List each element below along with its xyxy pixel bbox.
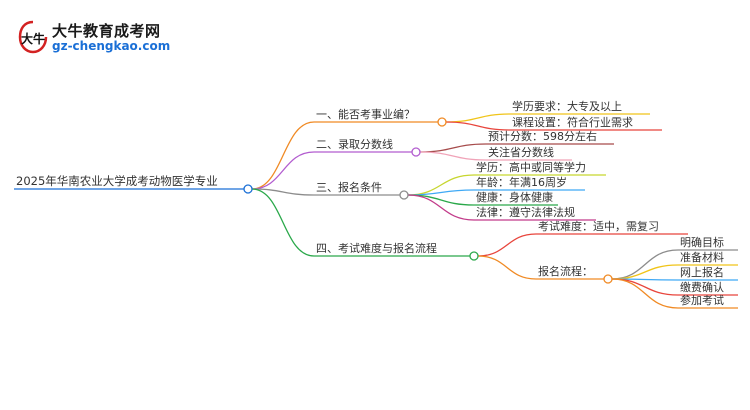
branch-2-dot[interactable] (411, 147, 421, 157)
brand-name: 大牛教育成考网 (52, 22, 161, 40)
branch-4-label[interactable]: 四、考试难度与报名流程 (316, 241, 437, 255)
branch-2-child-1-edge (419, 143, 487, 153)
branch-4-edge (251, 188, 315, 257)
flow-step-2-label[interactable]: 准备材料 (680, 250, 724, 264)
flow-step-4-label[interactable]: 缴费确认 (680, 280, 724, 294)
branch-1-child-1-edge (445, 113, 511, 123)
branch-1-child-2-edge (445, 121, 511, 131)
branch-1-child-1-label[interactable]: 学历要求：大专及以上 (512, 99, 622, 113)
flow-step-5-edge (611, 278, 679, 309)
branch-3-child-3-label[interactable]: 健康：身体健康 (476, 190, 553, 204)
flow-step-2-edge (611, 264, 679, 280)
bull-logo-icon: 大牛 (18, 20, 48, 54)
svg-text:大牛: 大牛 (21, 31, 45, 46)
branch-1-child-2-label[interactable]: 课程设置：符合行业需求 (512, 115, 633, 129)
branch-3-child-2-label[interactable]: 年龄：年满16周岁 (476, 175, 567, 189)
branch-1-edge (251, 121, 315, 190)
branch-4-child-1-edge (477, 233, 537, 257)
branch-3-child-2-edge (407, 189, 475, 196)
branch-3-dot[interactable] (399, 190, 409, 200)
branch-2-label[interactable]: 二、录取分数线 (316, 137, 393, 151)
branch-4-child-2-edge (477, 255, 537, 280)
branch-4-child-2-dot[interactable] (603, 274, 613, 284)
mindmap-edges (14, 113, 738, 309)
branch-3-child-1-label[interactable]: 学历：高中或同等学力 (476, 160, 586, 174)
branch-1-label[interactable]: 一、能否考事业编？ (316, 107, 415, 121)
branch-2-child-1-label[interactable]: 预计分数：598分左右 (488, 129, 597, 143)
root-node-dot[interactable] (243, 184, 253, 194)
root-node-label[interactable]: 2025年华南农业大学成考动物医学专业 (16, 174, 218, 188)
branch-4-child-1-label[interactable]: 考试难度：适中，需复习 (538, 219, 659, 233)
flow-step-3-label[interactable]: 网上报名 (680, 265, 724, 279)
branch-2-child-2-label[interactable]: 关注省分数线 (488, 145, 554, 159)
branch-1-dot[interactable] (437, 117, 447, 127)
flow-step-1-label[interactable]: 明确目标 (680, 235, 724, 249)
branch-3-label[interactable]: 三、报名条件 (316, 180, 382, 194)
flow-step-1-edge (611, 249, 679, 280)
flow-step-4-edge (611, 278, 679, 296)
branch-4-child-2-label[interactable]: 报名流程： (538, 264, 593, 278)
branch-2-child-2-edge (419, 151, 487, 161)
branch-3-child-4-label[interactable]: 法律：遵守法律法规 (476, 205, 575, 219)
branch-2-edge (251, 151, 315, 190)
brand-logo[interactable]: 大牛 大牛教育成考网 gz-chengkao.com (18, 20, 170, 56)
branch-4-dot[interactable] (469, 251, 479, 261)
branch-3-child-4-edge (407, 194, 475, 221)
branch-3-edge (251, 188, 315, 196)
mindmap-nodes: 2025年华南农业大学成考动物医学专业 一、能否考事业编？ 学历要求：大专及以上课程… (16, 99, 724, 307)
flow-step-5-label[interactable]: 参加考试 (680, 293, 724, 307)
brand-url: gz-chengkao.com (52, 39, 171, 53)
